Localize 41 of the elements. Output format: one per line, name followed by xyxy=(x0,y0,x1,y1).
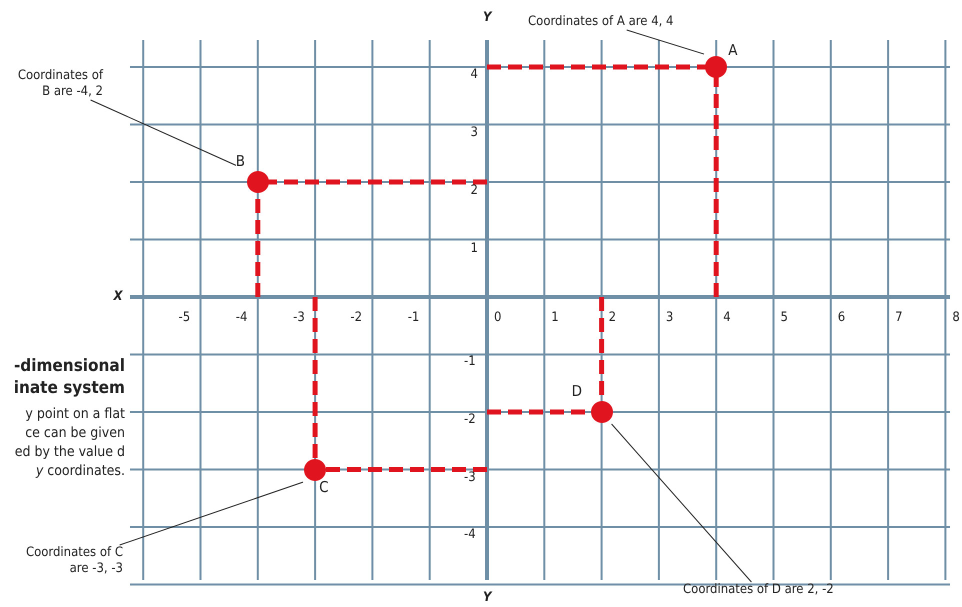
point-label: C xyxy=(319,478,329,496)
callout-text: Coordinates of B are -4, 2 xyxy=(7,68,103,100)
tick-label: 4 xyxy=(470,67,478,83)
axis-label: Y xyxy=(483,10,492,26)
tick-label: -4 xyxy=(236,310,248,326)
callout-text: Coordinates of D are 2, -2 xyxy=(683,582,834,598)
callout-text: Coordinates of A are 4, 4 xyxy=(528,14,674,30)
leader-line xyxy=(90,100,236,166)
leader-line xyxy=(626,30,704,55)
tick-label: 8 xyxy=(952,310,960,326)
tick-label: -1 xyxy=(408,310,420,326)
tick-label: 7 xyxy=(895,310,903,326)
leader-line xyxy=(611,424,752,582)
tick-label: -3 xyxy=(464,470,476,486)
leader-line xyxy=(119,482,304,546)
tick-label: 2 xyxy=(608,310,616,326)
tick-label: -2 xyxy=(464,412,476,428)
tick-label: -5 xyxy=(178,310,190,326)
caption-heading: -dimensional inate system xyxy=(12,355,125,399)
tick-label: 6 xyxy=(838,310,846,326)
tick-label: 3 xyxy=(470,125,478,141)
tick-label: -3 xyxy=(293,310,305,326)
callout-text: Coordinates of C are -3, -3 xyxy=(23,545,123,577)
tick-label: -1 xyxy=(464,354,476,370)
tick-label: 3 xyxy=(666,310,674,326)
tick-label: 1 xyxy=(470,241,478,257)
tick-label: 4 xyxy=(723,310,731,326)
point-label: B xyxy=(236,152,246,170)
axis-label: Y xyxy=(483,590,492,606)
caption-text: y point on a flat ce can be given ed by the value d y coordinates. xyxy=(14,405,125,481)
data-point xyxy=(236,152,270,194)
data-point xyxy=(572,382,614,424)
tick-label: 1 xyxy=(551,310,559,326)
tick-label: -2 xyxy=(350,310,362,326)
point-label: D xyxy=(572,382,582,400)
tick-label: 5 xyxy=(780,310,788,326)
axis-label: X xyxy=(114,289,123,305)
tick-label: 2 xyxy=(470,183,478,199)
tick-label: 0 xyxy=(494,310,502,326)
tick-label: -4 xyxy=(464,527,476,543)
point-label: A xyxy=(728,41,738,59)
